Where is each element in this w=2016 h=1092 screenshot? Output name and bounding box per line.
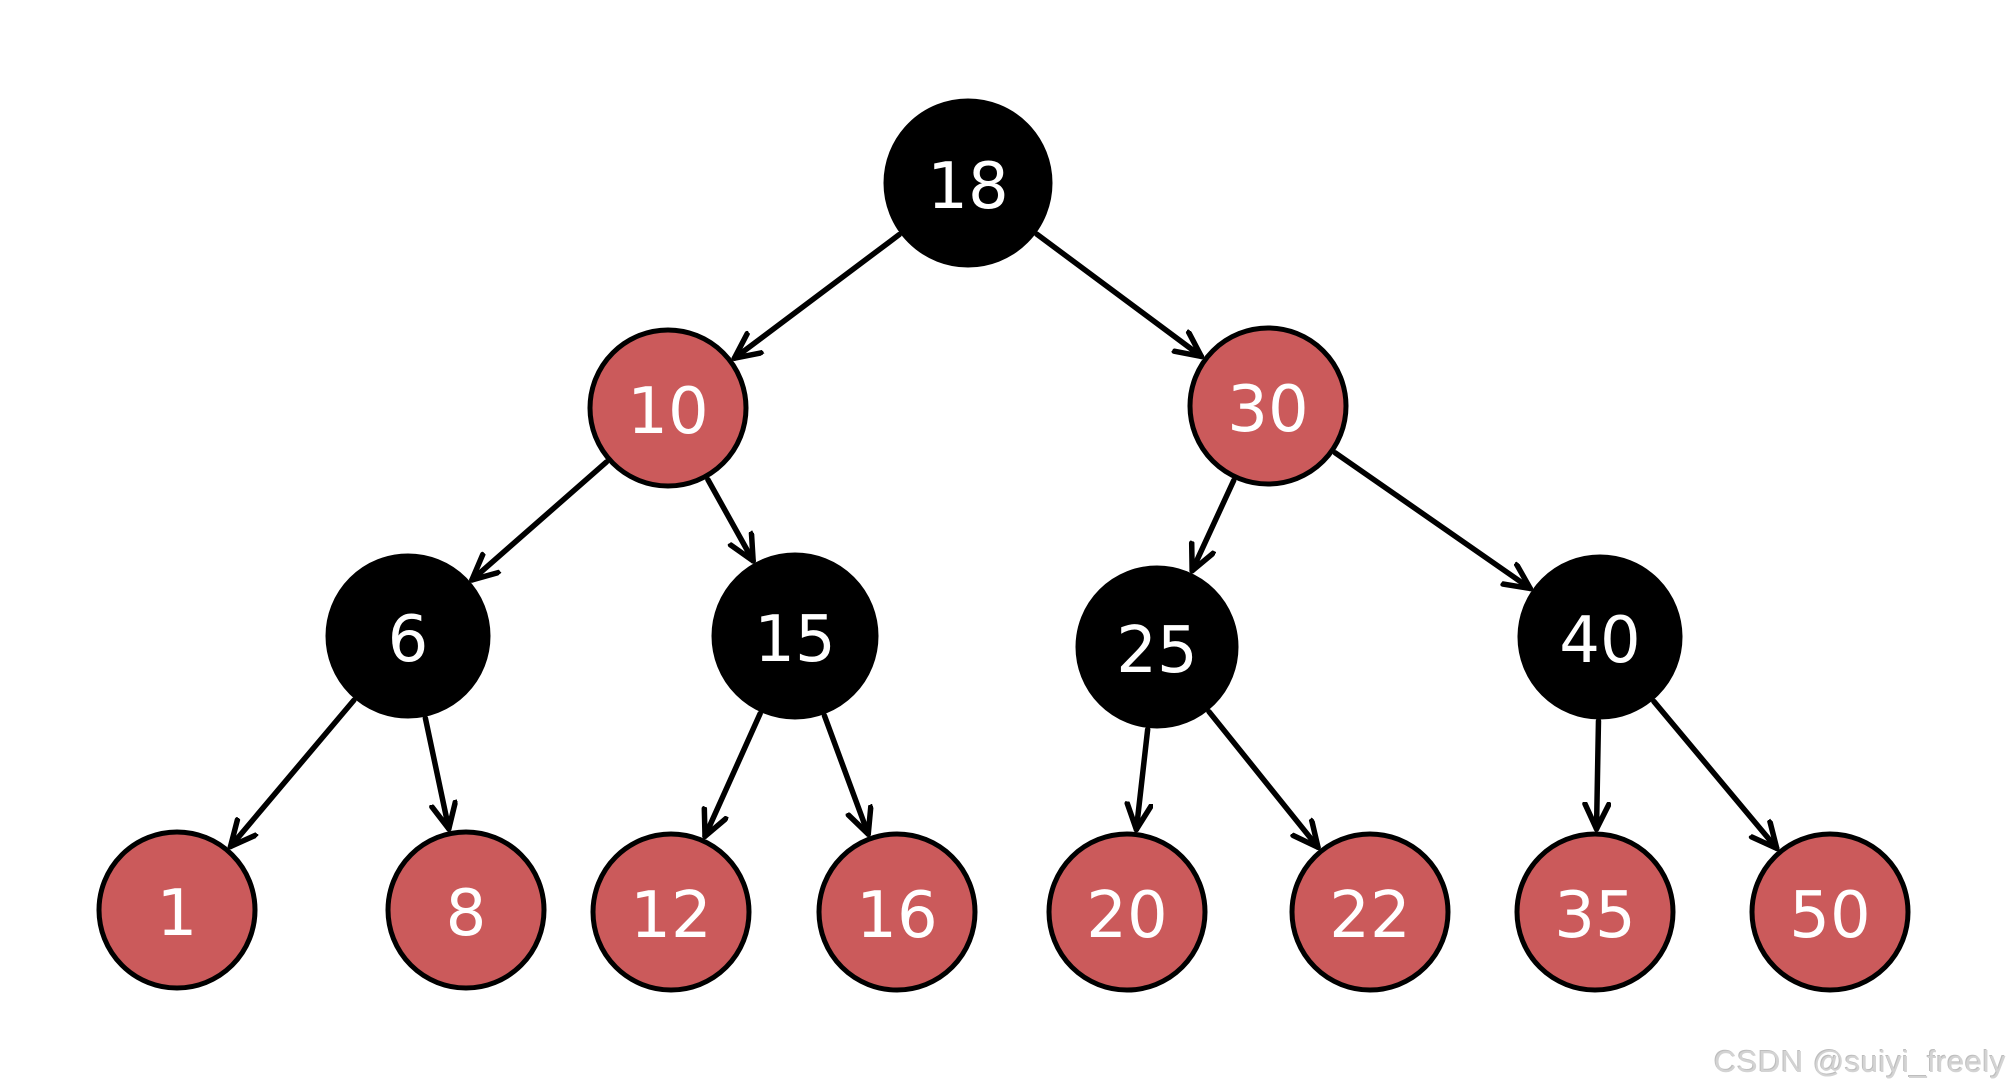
tree-node-label: 10	[627, 375, 708, 449]
tree-node-label: 25	[1116, 614, 1197, 688]
tree-node-circle-red	[590, 831, 752, 993]
tree-node-label: 30	[1227, 373, 1308, 447]
watermark: CSDN @suiyi_freely	[1714, 1044, 2006, 1079]
tree-node-circle-red	[1046, 831, 1208, 993]
edge-18-30	[1034, 231, 1205, 360]
edge-6-8	[422, 715, 448, 832]
tree-node-circle-red	[96, 829, 258, 991]
tree-node-40: 40	[1517, 554, 1683, 720]
edge-25-22	[1206, 708, 1321, 851]
tree-node-circle-black	[883, 98, 1053, 268]
tree-node-circle-red	[1749, 831, 1911, 993]
edge-30-25	[1192, 477, 1237, 574]
tree-node-circle-red	[1514, 831, 1676, 993]
edge-40-50	[1651, 698, 1780, 852]
tree-node-circle-black	[1517, 554, 1683, 720]
tree-node-label: 15	[754, 603, 835, 677]
tree-node-15: 15	[711, 552, 879, 720]
tree-node-1: 1	[96, 829, 258, 991]
tree-node-16: 16	[816, 831, 978, 993]
edge-30-40	[1332, 450, 1533, 592]
tree-node-circle-black	[1075, 565, 1239, 729]
edge-10-15	[705, 476, 756, 564]
edge-6-1	[227, 697, 357, 850]
tree-node-6: 6	[325, 553, 491, 719]
tree-node-18: 18	[883, 98, 1053, 268]
tree-node-circle-red	[1289, 831, 1451, 993]
tree-node-label: 35	[1554, 879, 1635, 953]
tree-node-50: 50	[1749, 831, 1911, 993]
tree-node-label: 50	[1789, 879, 1870, 953]
tree-node-label: 8	[446, 877, 487, 951]
tree-node-label: 12	[630, 879, 711, 953]
tree-node-label: 20	[1086, 879, 1167, 953]
edge-25-20	[1136, 726, 1147, 833]
tree-node-label: 22	[1329, 879, 1410, 953]
tree-node-30: 30	[1187, 325, 1349, 487]
tree-node-label: 40	[1559, 604, 1640, 678]
tree-node-8: 8	[385, 829, 547, 991]
tree-node-10: 10	[587, 327, 749, 489]
tree-node-circle-red	[587, 327, 749, 489]
edge-18-10	[731, 231, 902, 361]
tree-node-label: 1	[157, 877, 198, 951]
tree-node-label: 16	[856, 879, 937, 953]
tree-node-label: 18	[927, 150, 1008, 224]
tree-node-circle-red	[1187, 325, 1349, 487]
edge-10-6	[469, 459, 610, 583]
tree-node-circle-red	[816, 831, 978, 993]
edges-layer	[227, 231, 1780, 852]
tree-node-label: 6	[388, 603, 429, 677]
edge-40-35	[1597, 718, 1599, 832]
tree-node-12: 12	[590, 831, 752, 993]
tree-node-35: 35	[1514, 831, 1676, 993]
tree-node-circle-black	[711, 552, 879, 720]
tree-node-circle-red	[385, 829, 547, 991]
tree-node-20: 20	[1046, 831, 1208, 993]
edge-15-16	[821, 712, 868, 837]
edge-15-12	[705, 710, 763, 840]
tree-node-22: 22	[1289, 831, 1451, 993]
tree-node-circle-black	[325, 553, 491, 719]
tree-node-25: 25	[1075, 565, 1239, 729]
